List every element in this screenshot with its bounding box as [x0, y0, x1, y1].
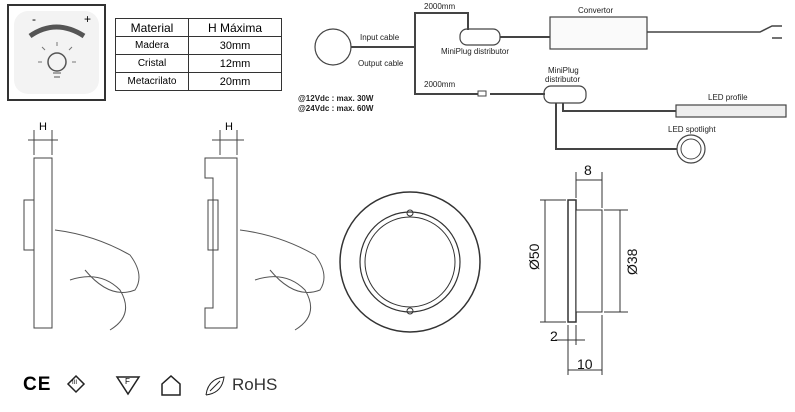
- indoor-use-icon: [161, 374, 181, 396]
- cell: Madera: [115, 36, 189, 55]
- leaf-icon: [205, 376, 225, 396]
- led-spotlight: [676, 134, 706, 164]
- h-label-2: H: [225, 121, 233, 133]
- plus-label: +: [84, 12, 92, 26]
- miniplug-distributor-2: [543, 85, 587, 104]
- h-label-1: H: [39, 121, 47, 133]
- total-dim: 10: [577, 356, 593, 372]
- converter: [549, 16, 648, 50]
- class-3-icon: [66, 374, 86, 394]
- touch-dimmer-front: [314, 28, 352, 66]
- power-12v: @12Vdc : max. 30W: [298, 94, 374, 103]
- output-cable-label: Output cable: [358, 59, 404, 68]
- minus-label: -: [32, 12, 36, 26]
- cell: Metacrilato: [115, 72, 189, 91]
- cell: 20mm: [188, 72, 282, 91]
- distributor-2-label-1: MiniPlug: [548, 66, 579, 75]
- distributor-1-label: MiniPlug distributor: [441, 47, 510, 56]
- led-profile-label: LED profile: [708, 93, 748, 102]
- rohs-label: RoHS: [232, 375, 278, 394]
- distributor-2-label-2: distributor: [545, 75, 581, 84]
- f-mark-label: F: [125, 377, 130, 386]
- header-material: Material: [115, 18, 189, 37]
- depth-dim: 8: [584, 162, 592, 178]
- converter-label: Convertor: [578, 6, 614, 15]
- header-max-height: H Máxima: [188, 18, 282, 37]
- side-view-1: [23, 130, 140, 331]
- outer-diameter-dim: Ø50: [526, 243, 542, 270]
- certification-icons: [66, 374, 225, 396]
- ce-mark: CE: [23, 374, 52, 395]
- inner-diameter-dim: Ø38: [624, 248, 640, 275]
- wiring-diagram: [314, 12, 787, 164]
- input-cable-label: Input cable: [360, 33, 400, 42]
- cell: Cristal: [115, 54, 189, 73]
- cell: 12mm: [188, 54, 282, 73]
- led-spotlight-label: LED spotlight: [668, 125, 716, 134]
- f-mark-icon: [115, 376, 141, 396]
- length-bottom: 2000mm: [424, 80, 456, 89]
- power-24v: @24Vdc : max. 60W: [298, 104, 374, 113]
- cell: 30mm: [188, 36, 282, 55]
- dimmer-touch-icon: [7, 4, 106, 101]
- class-3-label: III: [72, 380, 78, 386]
- dimension-drawing: [540, 172, 628, 375]
- miniplug-distributor-1: [459, 28, 501, 46]
- front-view-ring: [339, 191, 481, 333]
- plate-dim: 2: [550, 328, 558, 344]
- length-top: 2000mm: [424, 2, 456, 11]
- side-view-2: [204, 130, 325, 331]
- led-profile: [675, 104, 787, 118]
